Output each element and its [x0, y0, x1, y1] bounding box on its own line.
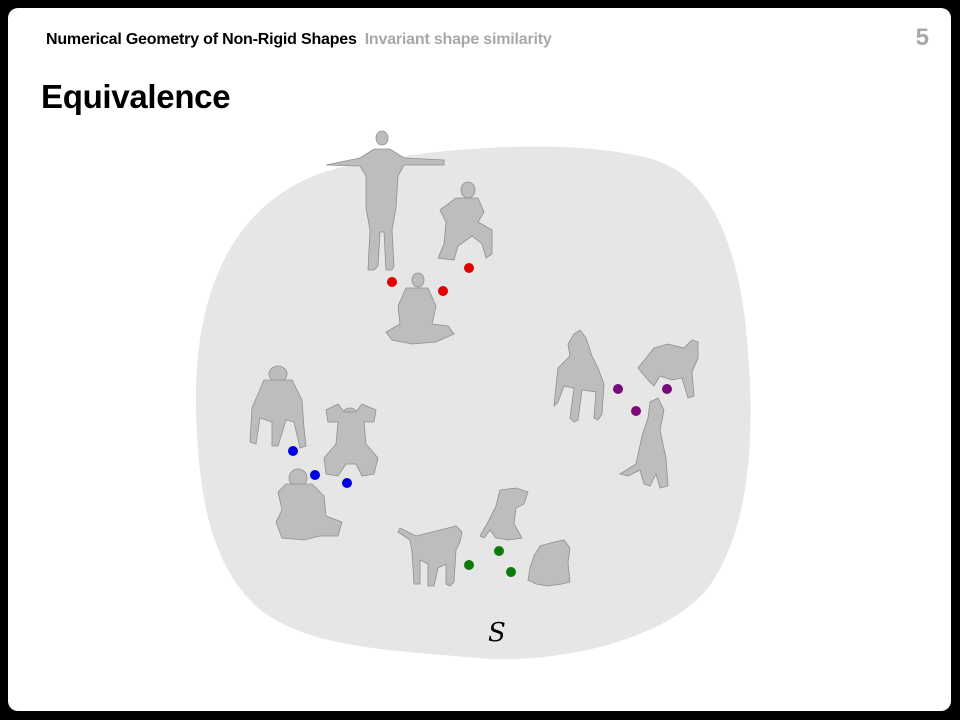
- slide-title: Equivalence: [41, 78, 231, 115]
- slide: Numerical Geometry of Non-Rigid Shapes I…: [8, 8, 951, 711]
- dog-dots: [613, 384, 672, 416]
- cat-dot: [494, 546, 504, 556]
- cat-dots: [464, 546, 516, 577]
- human-dot: [387, 277, 397, 287]
- human-dot: [438, 286, 448, 296]
- gorilla-dots: [288, 446, 352, 488]
- slide-header: Numerical Geometry of Non-Rigid Shapes I…: [46, 31, 552, 55]
- equivalence-figure: S: [195, 130, 751, 660]
- cat-sitting-icon: [479, 487, 529, 541]
- dog-dot: [631, 406, 641, 416]
- gorilla-sitting-icon: [275, 468, 343, 541]
- gorilla-hands-on-head-icon: [323, 403, 379, 477]
- dog-sitting-icon: [618, 397, 669, 489]
- gorilla-dot: [288, 446, 298, 456]
- lecture-title: Invariant shape similarity: [364, 31, 552, 48]
- human-sitting-icon: [385, 272, 455, 345]
- cat-dot: [506, 567, 516, 577]
- human-standing-icon: [325, 130, 445, 271]
- set-label: S: [488, 618, 506, 648]
- cat-crouching-icon: [527, 539, 571, 587]
- dog-dot: [662, 384, 672, 394]
- human-dots: [387, 263, 474, 296]
- page-number: 5: [915, 24, 929, 51]
- gorilla-walking-icon: [249, 365, 307, 449]
- gorilla-dot: [310, 470, 320, 480]
- gorilla-dot: [342, 478, 352, 488]
- human-dot: [464, 263, 474, 273]
- dog-standing-icon: [553, 329, 605, 423]
- human-kneeling-icon: [437, 181, 493, 261]
- cat-dot: [464, 560, 474, 570]
- cat-walking-icon: [397, 525, 463, 587]
- dog-dot: [613, 384, 623, 394]
- dog-running-icon: [637, 339, 699, 399]
- course-title: Numerical Geometry of Non-Rigid Shapes: [46, 31, 357, 48]
